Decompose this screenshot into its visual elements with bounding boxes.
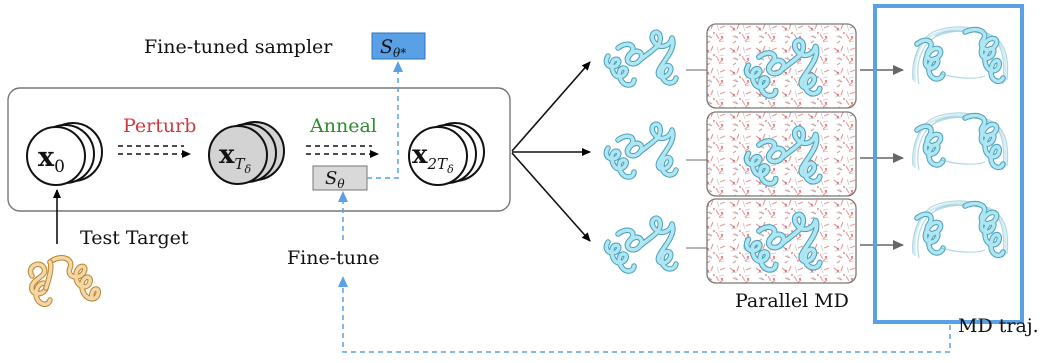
parallel-md-label: Parallel MD [735,290,849,312]
test-target-label: Test Target [80,227,189,249]
sample-protein-1 [606,32,676,85]
md-box-1 [706,23,857,109]
x2T-symbol: x2Tδ [412,140,454,176]
md-traj-label: MD traj. [958,315,1039,337]
fine-tune-label: Fine-tune [287,247,380,269]
sample-protein-2 [606,124,676,177]
fanout-arrow-bottom [511,152,591,242]
trajectory-overlay-2 [913,113,1008,170]
anneal-label: Anneal [309,115,377,137]
perturb-label: Perturb [123,115,196,137]
md-traj-frame [873,4,1024,324]
trajectory-overlay-3 [913,201,1008,258]
fanout-arrow-top [511,61,591,152]
md-box-3 [706,198,857,284]
circle-stack-x0 [26,122,103,186]
fine-tuned-link [367,61,403,179]
sampler-symbol: Sθ [325,168,345,191]
xT-symbol: xTδ [219,140,252,176]
test-target-protein [27,255,101,307]
circle-stack-x2T [408,122,485,186]
x0-symbol: x0 [38,142,65,177]
fine-tuned-sampler-symbol: Sθ* [380,36,406,60]
feedback-loop [338,276,951,353]
fine-tuned-sampler-box [371,32,426,60]
circle-stack-xT [208,121,285,185]
trajectory-overlay-1 [913,27,1008,84]
md-box-2 [706,111,857,197]
fine-tuned-sampler-label: Fine-tuned sampler [144,36,333,58]
sampler-box [312,165,368,191]
sample-protein-3 [606,218,676,271]
